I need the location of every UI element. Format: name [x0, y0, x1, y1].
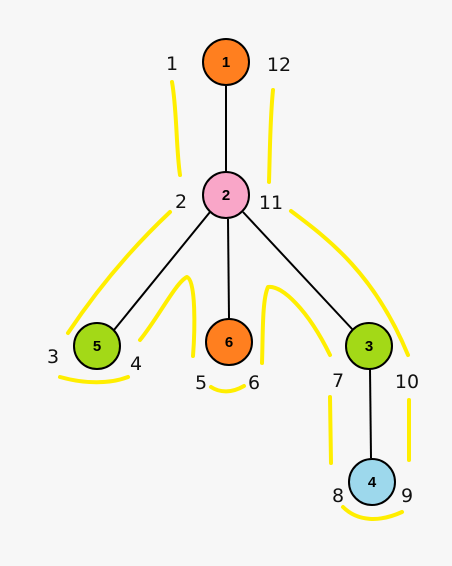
node-1-circle: [202, 38, 250, 86]
order-label-9: 9: [401, 485, 413, 507]
node-4-label: 4: [368, 474, 377, 491]
traversal-segment-1-2: [170, 80, 182, 177]
order-label-5: 5: [195, 372, 207, 394]
traversal-segment-8-9: [341, 505, 404, 521]
node-3-circle: [345, 322, 393, 370]
order-label-3: 3: [47, 346, 59, 368]
node-1-label: 1: [222, 54, 230, 71]
order-label-2: 2: [175, 191, 187, 213]
node-6-circle: [205, 318, 253, 366]
tree-nodes: 1 2 5 6 3 4: [73, 38, 396, 506]
order-label-12: 12: [267, 54, 291, 76]
node-3: 3: [345, 322, 393, 370]
node-6-label: 6: [225, 334, 233, 351]
order-label-4: 4: [130, 353, 142, 375]
node-6: 6: [205, 318, 253, 366]
node-4: 4: [348, 458, 396, 506]
traversal-segment-5-6: [209, 384, 246, 394]
order-label-6: 6: [248, 372, 260, 394]
traversal-segment-2-3: [66, 210, 172, 335]
order-label-1: 1: [166, 53, 178, 75]
traversal-order-labels: 1 2 3 4 5 6 7 8 9 10 11 12: [47, 53, 419, 507]
traversal-segment-3-4: [58, 375, 130, 385]
node-1: 1: [202, 38, 250, 86]
node-5: 5: [73, 322, 121, 370]
traversal-path: [58, 80, 411, 521]
edge-2-5: [113, 211, 211, 331]
order-label-10: 10: [395, 371, 419, 393]
node-5-label: 5: [93, 338, 101, 355]
order-label-8: 8: [332, 485, 344, 507]
traversal-segment-7-8: [328, 395, 333, 465]
node-2-circle: [202, 171, 250, 219]
edge-2-6: [227, 218, 230, 319]
order-label-7: 7: [332, 370, 344, 392]
tree-edges: [113, 86, 372, 459]
node-5-circle: [73, 322, 121, 370]
traversal-segment-10-11: [289, 209, 410, 357]
node-2-label: 2: [222, 187, 230, 204]
node-4-circle: [348, 458, 396, 506]
node-3-label: 3: [365, 338, 373, 355]
edge-2-3: [242, 211, 354, 331]
traversal-segment-4-5: [138, 275, 197, 358]
traversal-segment-6-7: [260, 284, 332, 365]
node-2: 2: [202, 171, 250, 219]
edge-3-4: [369, 368, 372, 459]
traversal-segment-11-12: [267, 88, 275, 184]
order-label-11: 11: [259, 192, 283, 214]
